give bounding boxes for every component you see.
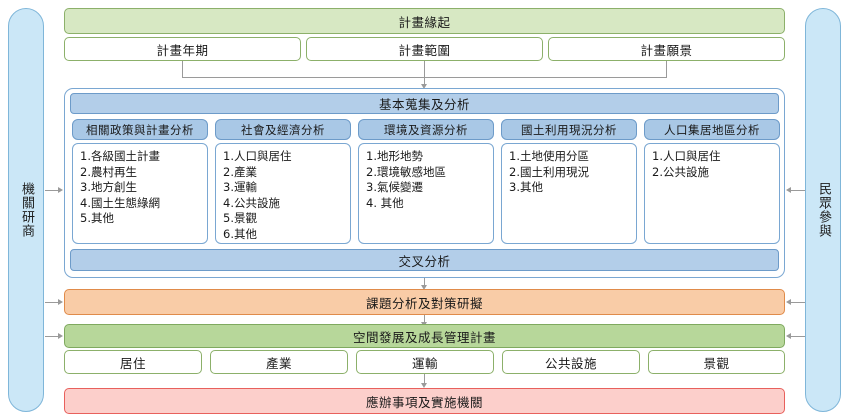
list-item: 2.產業 <box>223 164 257 179</box>
plan-origin-item-0-label: 計畫年期 <box>156 42 209 58</box>
arrow-to-implementation <box>421 383 427 388</box>
list-item: 1.人口與居住 <box>652 149 721 163</box>
analysis-column-header-1: 社會及經濟分析 <box>215 119 351 140</box>
spatial-plan-title: 空間發展及成長管理計畫 <box>352 329 496 345</box>
connector-to-issue <box>424 278 425 287</box>
arrow-to-issue-analysis <box>421 285 427 290</box>
analysis-column-list-1: 1.人口與居住 2.產業 3.運輸 4.公共設施 5.景觀 6.其他 <box>215 143 351 244</box>
spatial-plan-item-3-label: 公共設施 <box>544 355 597 371</box>
arrow-right-rail-to-spatial <box>786 333 791 339</box>
list-item: 3.氣候變遷 <box>366 180 423 194</box>
list-item: 2.農村再生 <box>80 164 137 179</box>
implementation-bar: 應辦事項及實施機關 <box>64 388 785 414</box>
list-item: 1.地形地勢 <box>366 149 423 163</box>
plan-origin-title: 計畫緣起 <box>398 14 451 30</box>
analysis-column-list-2: 1.地形地勢 2.環境敏感地區 3.氣候變遷 4. 其他 <box>358 143 494 244</box>
plan-origin-item-1-label: 計畫範圍 <box>398 42 451 58</box>
connector-to-spatial <box>424 315 425 324</box>
spatial-plan-header: 空間發展及成長管理計畫 <box>64 324 785 348</box>
arrow-left-rail-to-issue <box>58 299 63 305</box>
spatial-plan-item-0: 居住 <box>64 350 202 374</box>
analysis-column-header-4: 人口集居地區分析 <box>644 119 780 140</box>
analysis-column-header-3-label: 國土利用現況分析 <box>521 122 617 137</box>
connector-to-implementation <box>424 374 425 385</box>
list-item: 2.環境敏感地區 <box>366 164 446 179</box>
analysis-column-header-3: 國土利用現況分析 <box>501 119 637 140</box>
list-item: 5.景觀 <box>223 211 257 225</box>
plan-origin-item-2-label: 計畫願景 <box>640 42 693 58</box>
basic-analysis-header: 基本蒐集及分析 <box>70 93 779 114</box>
plan-origin-item-0: 計畫年期 <box>64 37 301 61</box>
analysis-column-header-2: 環境及資源分析 <box>358 119 494 140</box>
list-item: 2.國土利用現況 <box>509 164 589 179</box>
analysis-column-list-0: 1.各級國土計畫 2.農村再生 3.地方創生 4.國土生態綠網 5.其他 <box>72 143 208 244</box>
spatial-plan-item-1: 產業 <box>210 350 348 374</box>
list-item: 6.其他 <box>223 226 257 241</box>
arrow-right-rail-to-analysis <box>786 187 791 193</box>
arrow-left-rail-to-spatial <box>58 333 63 339</box>
list-item: 5.其他 <box>80 211 114 225</box>
list-item: 4. 其他 <box>366 195 404 210</box>
list-item: 1.人口與居住 <box>223 149 292 163</box>
spatial-plan-item-4-label: 景觀 <box>703 355 730 371</box>
list-item: 1.土地使用分區 <box>509 149 589 163</box>
list-item: 3.運輸 <box>223 180 257 194</box>
arrow-right-rail-to-issue <box>786 299 791 305</box>
plan-origin-header: 計畫緣起 <box>64 8 785 34</box>
cross-analysis-bar: 交叉分析 <box>70 249 779 271</box>
analysis-column-list-4: 1.人口與居住 2.公共設施 <box>644 143 780 244</box>
spatial-plan-item-4: 景觀 <box>648 350 785 374</box>
arrow-left-rail-to-analysis <box>58 187 63 193</box>
left-rail-label: 機關研商 <box>19 182 34 238</box>
connector-origin-2 <box>666 61 667 77</box>
rail-connector-right-issue <box>791 302 805 303</box>
spatial-plan-item-2: 運輸 <box>356 350 494 374</box>
spatial-plan-item-2-label: 運輸 <box>411 355 438 371</box>
analysis-column-header-0-label: 相關政策與計畫分析 <box>86 122 194 137</box>
rail-connector-left-issue <box>45 302 59 303</box>
list-item: 4.國土生態綠網 <box>80 195 160 210</box>
right-rail-label: 民眾參與 <box>816 182 831 238</box>
plan-origin-item-2: 計畫願景 <box>548 37 785 61</box>
arrow-to-basic-analysis <box>421 84 427 89</box>
spatial-plan-item-1-label: 產業 <box>265 355 292 371</box>
list-item: 2.公共設施 <box>652 164 709 179</box>
basic-analysis-title: 基本蒐集及分析 <box>378 97 470 112</box>
plan-origin-item-1: 計畫範圍 <box>306 37 543 61</box>
analysis-column-header-4-label: 人口集居地區分析 <box>664 122 760 137</box>
implementation-title: 應辦事項及實施機關 <box>365 394 483 410</box>
left-rail-agency-consultation: 機關研商 <box>8 8 44 412</box>
right-rail-public-participation: 民眾參與 <box>805 8 841 412</box>
rail-connector-right-spatial <box>791 336 805 337</box>
rail-connector-right-analysis <box>791 190 805 191</box>
rail-connector-left-spatial <box>45 336 59 337</box>
list-item: 4.公共設施 <box>223 195 280 210</box>
connector-origin-0 <box>182 61 183 77</box>
connector-origin-1 <box>424 61 425 77</box>
analysis-column-header-0: 相關政策與計畫分析 <box>72 119 208 140</box>
issue-analysis-title: 課題分析及對策研擬 <box>365 295 483 311</box>
rail-connector-left-analysis <box>45 190 59 191</box>
issue-analysis-bar: 課題分析及對策研擬 <box>64 289 785 315</box>
analysis-column-list-3: 1.土地使用分區 2.國土利用現況 3.其他 <box>501 143 637 244</box>
list-item: 3.其他 <box>509 180 543 194</box>
connector-origin-drop <box>424 77 425 86</box>
analysis-column-header-2-label: 環境及資源分析 <box>384 122 468 137</box>
spatial-plan-item-3: 公共設施 <box>502 350 640 374</box>
list-item: 1.各級國土計畫 <box>80 149 160 163</box>
analysis-column-header-1-label: 社會及經濟分析 <box>241 122 325 137</box>
spatial-plan-item-0-label: 居住 <box>119 355 146 371</box>
list-item: 3.地方創生 <box>80 180 137 194</box>
cross-analysis-title: 交叉分析 <box>398 253 451 269</box>
